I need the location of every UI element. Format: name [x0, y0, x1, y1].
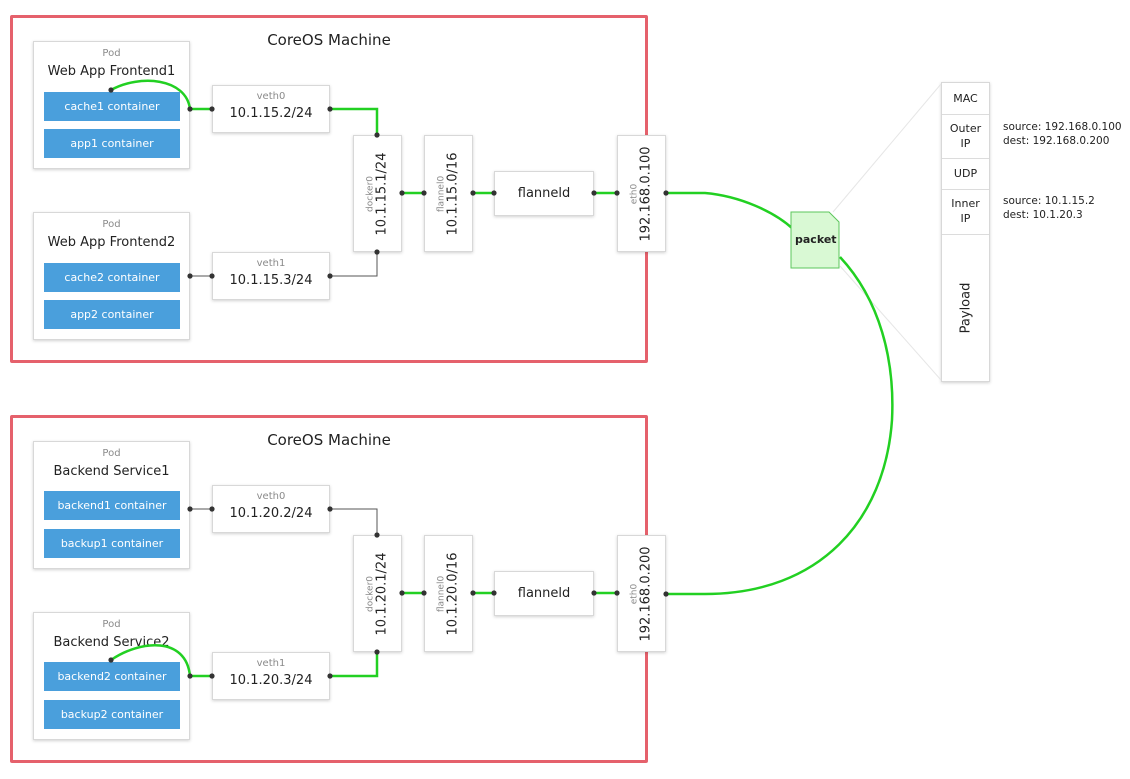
pod-backend-service1[interactable]: Pod Backend Service1 backend1 container …: [33, 441, 190, 569]
machine-title: CoreOS Machine: [267, 431, 391, 449]
veth0-box[interactable]: veth0 10.1.20.2/24: [212, 485, 330, 533]
segment-divider: [942, 114, 989, 115]
packet-icon: [790, 211, 840, 269]
link-veth0-to-docker0: [330, 508, 378, 535]
container-app2[interactable]: app2 container: [44, 300, 180, 329]
tunnel-eth0-to-packet: [666, 191, 794, 230]
pod-name: Backend Service1: [53, 464, 170, 479]
pod-web-app-frontend2[interactable]: Pod Web App Frontend2 cache2 container a…: [33, 212, 190, 340]
interface-ip: 10.1.15.3/24: [229, 273, 313, 288]
pod-backend-service2[interactable]: Pod Backend Service2 backend2 container …: [33, 612, 190, 740]
container-cache2[interactable]: cache2 container: [44, 263, 180, 292]
interface-caption: veth1: [256, 658, 286, 669]
interface-caption: veth0: [256, 91, 286, 102]
pod-caption: Pod: [102, 619, 121, 630]
flanneld-label: flanneld: [517, 586, 571, 601]
packet-expand-line: [832, 83, 942, 213]
interface-caption: veth0: [256, 491, 286, 502]
container-backend2[interactable]: backend2 container: [44, 662, 180, 691]
link-cache1-to-veth0: [110, 79, 212, 111]
outer-ip-addresses: source: 192.168.0.100 dest: 192.168.0.20…: [1003, 121, 1122, 148]
container-backend1[interactable]: backend1 container: [44, 491, 180, 520]
pod-caption: Pod: [102, 219, 121, 230]
flanneld-box[interactable]: flanneld: [494, 171, 594, 216]
interface-ip: 10.1.20.2/24: [229, 506, 313, 521]
container-backup1[interactable]: backup1 container: [44, 529, 180, 558]
segment-divider: [942, 234, 989, 235]
link-veth1-to-docker0: [330, 652, 379, 678]
container-app1[interactable]: app1 container: [44, 129, 180, 158]
interface-ip: 10.1.20.3/24: [229, 673, 313, 688]
link-backend2-to-veth1: [110, 644, 212, 678]
link-veth0-to-docker0: [330, 107, 379, 135]
flannel0-box[interactable]: flannel0 10.1.20.0/16: [424, 535, 473, 652]
pod-web-app-frontend1[interactable]: Pod Web App Frontend1 cache1 container a…: [33, 41, 190, 169]
segment-divider: [942, 158, 989, 159]
pod-caption: Pod: [102, 448, 121, 459]
flanneld-box[interactable]: flanneld: [494, 571, 594, 616]
pod-name: Web App Frontend2: [47, 235, 176, 250]
interface-ip: 10.1.15.2/24: [229, 106, 313, 121]
docker0-box[interactable]: docker0 10.1.20.1/24: [353, 535, 402, 652]
segment-inner-ip: Inner IP: [951, 197, 980, 225]
packet-label: packet: [795, 233, 837, 246]
pod-caption: Pod: [102, 48, 121, 59]
flanneld-label: flanneld: [517, 186, 571, 201]
interface-caption: veth1: [256, 258, 286, 269]
segment-udp: UDP: [953, 167, 978, 180]
veth1-box[interactable]: veth1 10.1.20.3/24: [212, 652, 330, 700]
packet-header-stack: MAC Outer IP UDP Inner IP Payload: [941, 82, 990, 382]
segment-mac: MAC: [953, 92, 978, 105]
machine-title: CoreOS Machine: [267, 31, 391, 49]
packet-expand-line: [839, 265, 942, 381]
link-veth1-to-docker0: [330, 252, 378, 277]
container-cache1[interactable]: cache1 container: [44, 92, 180, 121]
eth0-box[interactable]: eth0 192.168.0.100: [617, 135, 666, 252]
eth0-box[interactable]: eth0 192.168.0.200: [617, 535, 666, 652]
tunnel-packet-to-eth0: [666, 256, 894, 596]
pod-name: Web App Frontend1: [47, 64, 176, 79]
connection-dots: [108, 87, 669, 679]
segment-divider: [942, 189, 989, 190]
container-backup2[interactable]: backup2 container: [44, 700, 180, 729]
inner-ip-addresses: source: 10.1.15.2 dest: 10.1.20.3: [1003, 195, 1095, 222]
segment-outer-ip: Outer IP: [949, 122, 982, 150]
